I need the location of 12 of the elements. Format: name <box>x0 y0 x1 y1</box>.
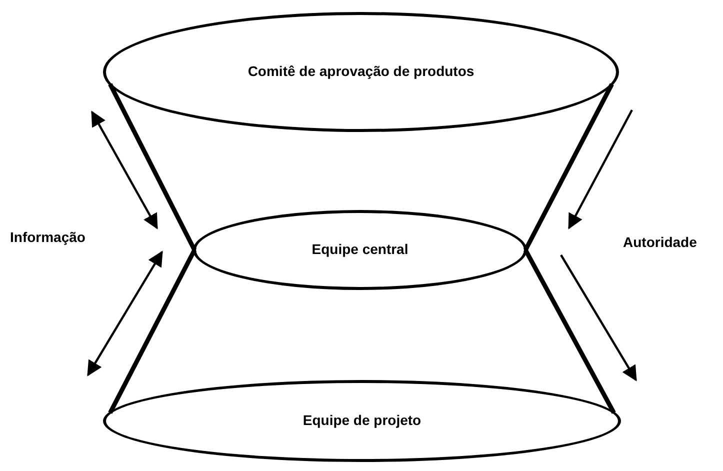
node-label: Comitê de aprovação de produtos <box>248 63 474 81</box>
node-label: Equipe central <box>312 241 408 259</box>
funnel-line <box>524 83 614 252</box>
central-team-ellipse <box>193 210 527 290</box>
committee-ellipse <box>103 12 619 132</box>
funnel-line <box>524 248 616 414</box>
funnel-line <box>108 248 196 414</box>
node-label: Equipe de projeto <box>302 412 422 430</box>
project-team-ellipse <box>103 380 621 462</box>
flow-label: Autoridade <box>623 234 697 250</box>
flow-label: Informação <box>10 229 86 245</box>
funnel-line <box>108 83 196 252</box>
